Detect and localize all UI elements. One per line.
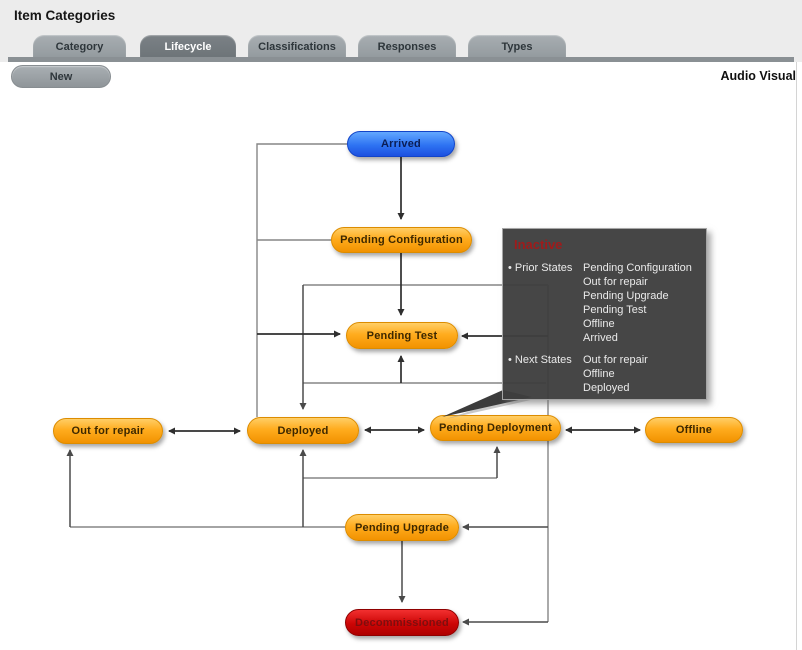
state-node-arrived[interactable]: Arrived [347, 131, 455, 157]
prior-states-label: Prior States [508, 261, 583, 345]
tooltip-prior-states: Prior States Pending Configuration Out f… [508, 261, 706, 345]
tab-lifecycle[interactable]: Lifecycle [140, 35, 236, 58]
state-node-pending-upgrade[interactable]: Pending Upgrade [345, 514, 459, 541]
selected-category-label: Audio Visual [720, 69, 796, 83]
tab-responses[interactable]: Responses [358, 35, 456, 58]
new-button[interactable]: New [11, 65, 111, 88]
tab-types[interactable]: Types [468, 35, 566, 58]
tooltip-title: Inactive [514, 237, 563, 252]
page-title: Item Categories [14, 8, 116, 23]
prior-states-values: Pending Configuration Out for repair Pen… [583, 262, 692, 344]
state-node-offline[interactable]: Offline [645, 417, 743, 443]
state-tooltip: Inactive Prior States Pending Configurat… [502, 228, 707, 400]
tab-category[interactable]: Category [33, 35, 126, 58]
next-states-label: Next States [508, 353, 583, 395]
state-node-pending-configuration[interactable]: Pending Configuration [331, 227, 472, 253]
state-node-out-for-repair[interactable]: Out for repair [53, 418, 163, 444]
content-right-border [796, 62, 797, 650]
state-node-pending-test[interactable]: Pending Test [346, 322, 458, 349]
tab-classifications[interactable]: Classifications [248, 35, 346, 58]
state-node-decommissioned[interactable]: Decommissioned [345, 609, 459, 636]
state-node-pending-deployment[interactable]: Pending Deployment [430, 415, 561, 441]
state-node-deployed[interactable]: Deployed [247, 417, 359, 444]
tooltip-next-states: Next States Out for repair Offline Deplo… [508, 353, 706, 395]
tab-bar-divider [8, 57, 794, 62]
next-states-values: Out for repair Offline Deployed [583, 354, 648, 394]
